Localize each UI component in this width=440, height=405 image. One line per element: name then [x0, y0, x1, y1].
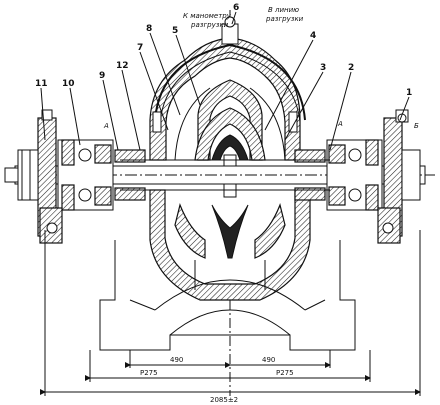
- dimension-half-left: 490: [170, 356, 183, 364]
- vacuum-note-line1: В линию: [268, 6, 299, 14]
- section-mark-a-left: А: [103, 122, 109, 130]
- bypass-pipe: [154, 43, 306, 121]
- dimension-half-right: 490: [262, 356, 275, 364]
- callout-12: 12: [116, 61, 129, 71]
- callout-4: 4: [310, 31, 316, 41]
- section-mark-b-right: Б: [414, 122, 419, 130]
- callout-5: 5: [172, 26, 178, 36]
- callout-9: 9: [99, 71, 105, 81]
- callout-3: 3: [320, 63, 326, 73]
- callout-10: 10: [62, 79, 75, 89]
- leader-lines: [40, 11, 410, 151]
- callout-11: 11: [35, 79, 48, 89]
- dimension-overall: 2085±2: [210, 396, 238, 404]
- dimension-foot-left: Р275: [140, 369, 158, 377]
- flange-bolts: [120, 111, 330, 191]
- left-bearing-assembly: [17, 109, 146, 244]
- lower-casing: [99, 189, 356, 351]
- manometer-note-line1: К манометру: [183, 12, 232, 20]
- dimension-foot-right: Р275: [276, 369, 294, 377]
- callout-2: 2: [348, 63, 354, 73]
- callout-8: 8: [146, 24, 152, 34]
- callout-7: 7: [137, 43, 143, 53]
- right-bearing-assembly: [294, 109, 421, 244]
- callout-6: 6: [233, 3, 239, 13]
- dimension-lines: [40, 230, 421, 396]
- vacuum-note-line2: разгрузки: [265, 15, 304, 23]
- manometer-note-line2: разгрузки: [190, 21, 229, 29]
- shaft: [4, 165, 435, 185]
- callout-1: 1: [406, 88, 412, 98]
- section-mark-a-right: А: [337, 120, 343, 128]
